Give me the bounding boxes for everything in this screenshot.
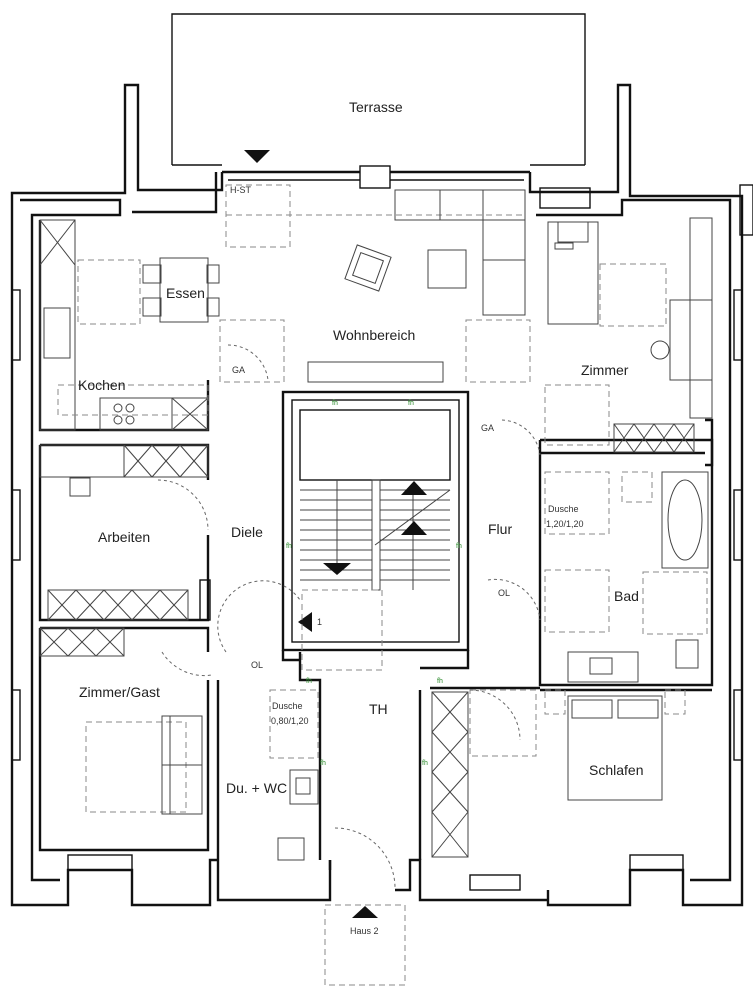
room-label-room: Zimmer (581, 362, 629, 378)
fh-marker: fh (286, 543, 292, 550)
fh-marker: fh (320, 760, 326, 767)
entrance (244, 150, 406, 986)
hst-label: H-ST (230, 185, 251, 195)
shower-big-size: 1,20/1,20 (546, 519, 584, 529)
room-right-furniture (544, 217, 713, 453)
room-label-hall: Diele (231, 524, 263, 540)
room-label-guest: Zimmer/Gast (79, 684, 160, 700)
ga-label-left: GA (232, 365, 245, 375)
room-label-stair: TH (369, 701, 388, 717)
fh-markers: fh fh fh fh fh fh fh fh (286, 400, 462, 767)
ol-label-left: OL (251, 660, 263, 670)
shower-small-size: 0,80/1,20 (271, 716, 309, 726)
room-label-bedroom: Schlafen (589, 762, 643, 778)
living-furniture (219, 184, 541, 456)
room-label-living: Wohnbereich (333, 327, 415, 343)
stair-number-label: 1 (317, 617, 322, 627)
room-label-corridor: Flur (488, 521, 512, 537)
room-label-kitchen: Kochen (78, 377, 125, 393)
fh-marker: fh (332, 400, 338, 407)
bath-furniture (487, 471, 709, 683)
fh-marker: fh (422, 760, 428, 767)
ol-label-right: OL (498, 588, 510, 598)
fh-marker: fh (456, 543, 462, 550)
shower-wc-furniture (217, 580, 396, 889)
study-furniture (39, 444, 209, 621)
shower-big-label: Dusche (548, 504, 579, 514)
bedroom-furniture (431, 689, 686, 858)
room-label-shower-wc: Du. + WC (226, 780, 287, 796)
guest-furniture (39, 627, 213, 815)
room-label-dining: Essen (166, 285, 205, 301)
room-label-study: Arbeiten (98, 529, 150, 545)
shower-small-label: Dusche (272, 701, 303, 711)
kitchen-furniture (39, 219, 220, 431)
staircase: 1 (298, 409, 451, 671)
fh-marker: fh (437, 678, 443, 685)
entrance-label: Haus 2 (350, 926, 379, 936)
fh-marker: fh (408, 400, 414, 407)
terrace-area (171, 13, 586, 166)
exterior-walls (10, 83, 753, 907)
room-label-bath: Bad (614, 588, 639, 604)
ga-label-right: GA (481, 423, 494, 433)
fh-marker: fh (306, 678, 312, 685)
room-label-terrace: Terrasse (349, 99, 403, 115)
